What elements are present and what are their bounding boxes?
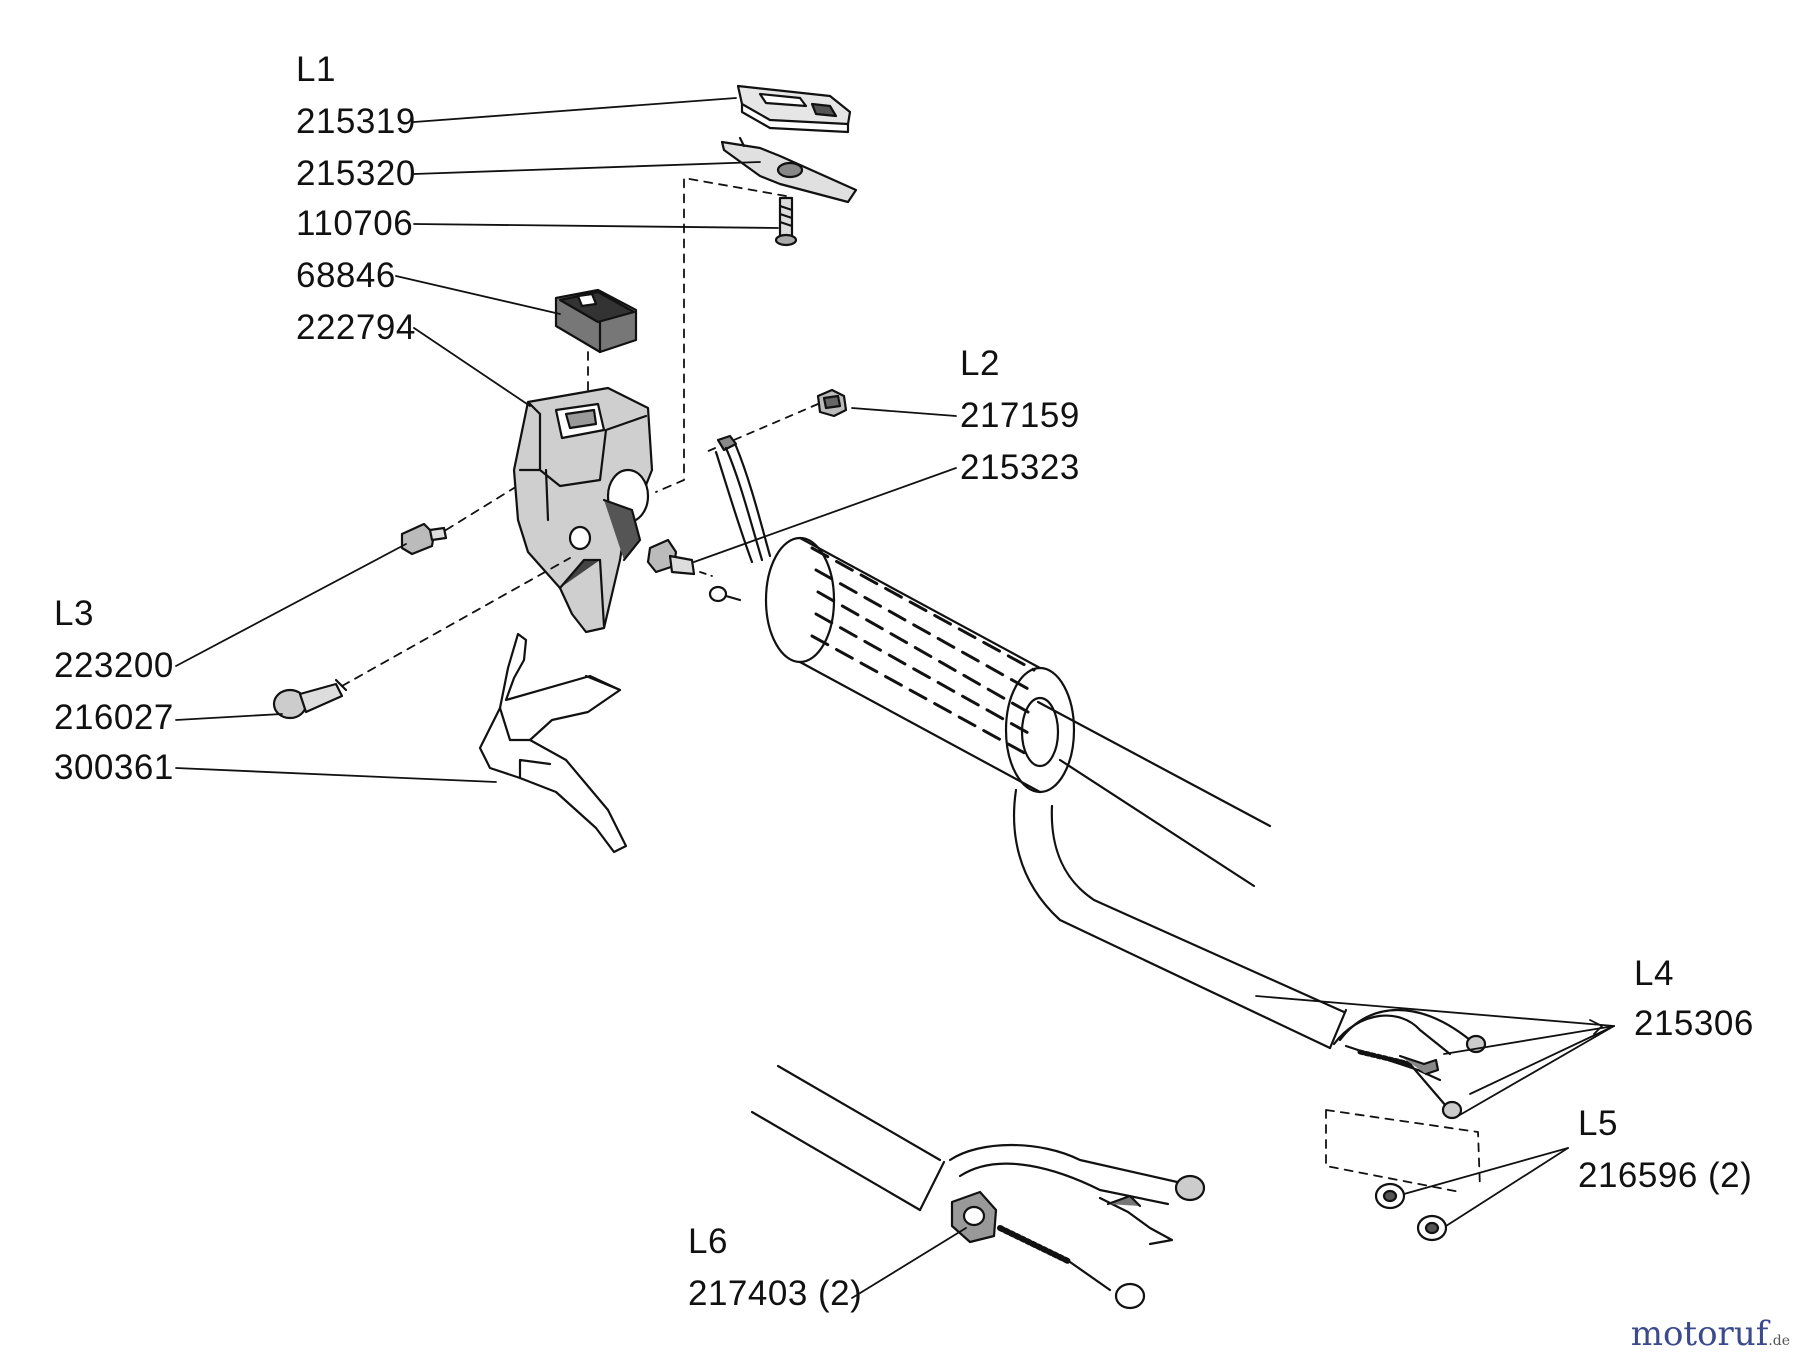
part-215320-plate [720,136,858,204]
part-215306-wires [1332,1009,1487,1120]
handle-grip [764,536,1272,888]
part-number-223200: 223200 [54,646,174,685]
part-215319-cap [736,84,852,134]
part-216027-screw [272,678,348,720]
watermark-text: motoruf [1630,1314,1769,1354]
part-number-110706: 110706 [296,204,414,243]
part-222794-housing [512,386,654,634]
part-switch-wires [714,434,772,564]
part-223200-screw [400,522,448,556]
leader-lines [175,97,1615,1299]
part-number-215320: 215320 [296,154,416,193]
part-number-216596: 216596 (2) [1578,1156,1753,1195]
part-216596-washers [1325,1109,1481,1242]
part-number-222794: 222794 [296,308,416,347]
part-number-300361: 300361 [54,748,174,787]
part-number-217403: 217403 (2) [688,1274,863,1313]
group-label-l6: L6 [688,1222,728,1261]
part-300361-trigger [478,632,628,854]
part-217403-bottom-assembly [750,1064,1206,1310]
part-217159-nut [816,388,848,418]
part-number-216027: 216027 [54,698,174,737]
group-label-l4: L4 [1634,954,1674,993]
watermark-suffix: .de [1768,1333,1790,1349]
part-number-215323: 215323 [960,448,1080,487]
part-number-217159: 217159 [960,396,1080,435]
part-110706-screw [774,196,798,247]
watermark-logo: motoruf.de [1631,1314,1790,1354]
handle-tube [1012,788,1348,1050]
part-number-215306: 215306 [1634,1004,1754,1043]
part-68846-button [554,288,638,354]
group-label-l1: L1 [296,50,336,89]
group-label-l3: L3 [54,594,94,633]
part-number-215319: 215319 [296,102,416,141]
part-215323-screw [646,538,696,576]
wire-ring [708,585,728,603]
group-label-l2: L2 [960,344,1000,383]
part-number-68846: 68846 [296,256,396,295]
group-label-l5: L5 [1578,1104,1618,1143]
